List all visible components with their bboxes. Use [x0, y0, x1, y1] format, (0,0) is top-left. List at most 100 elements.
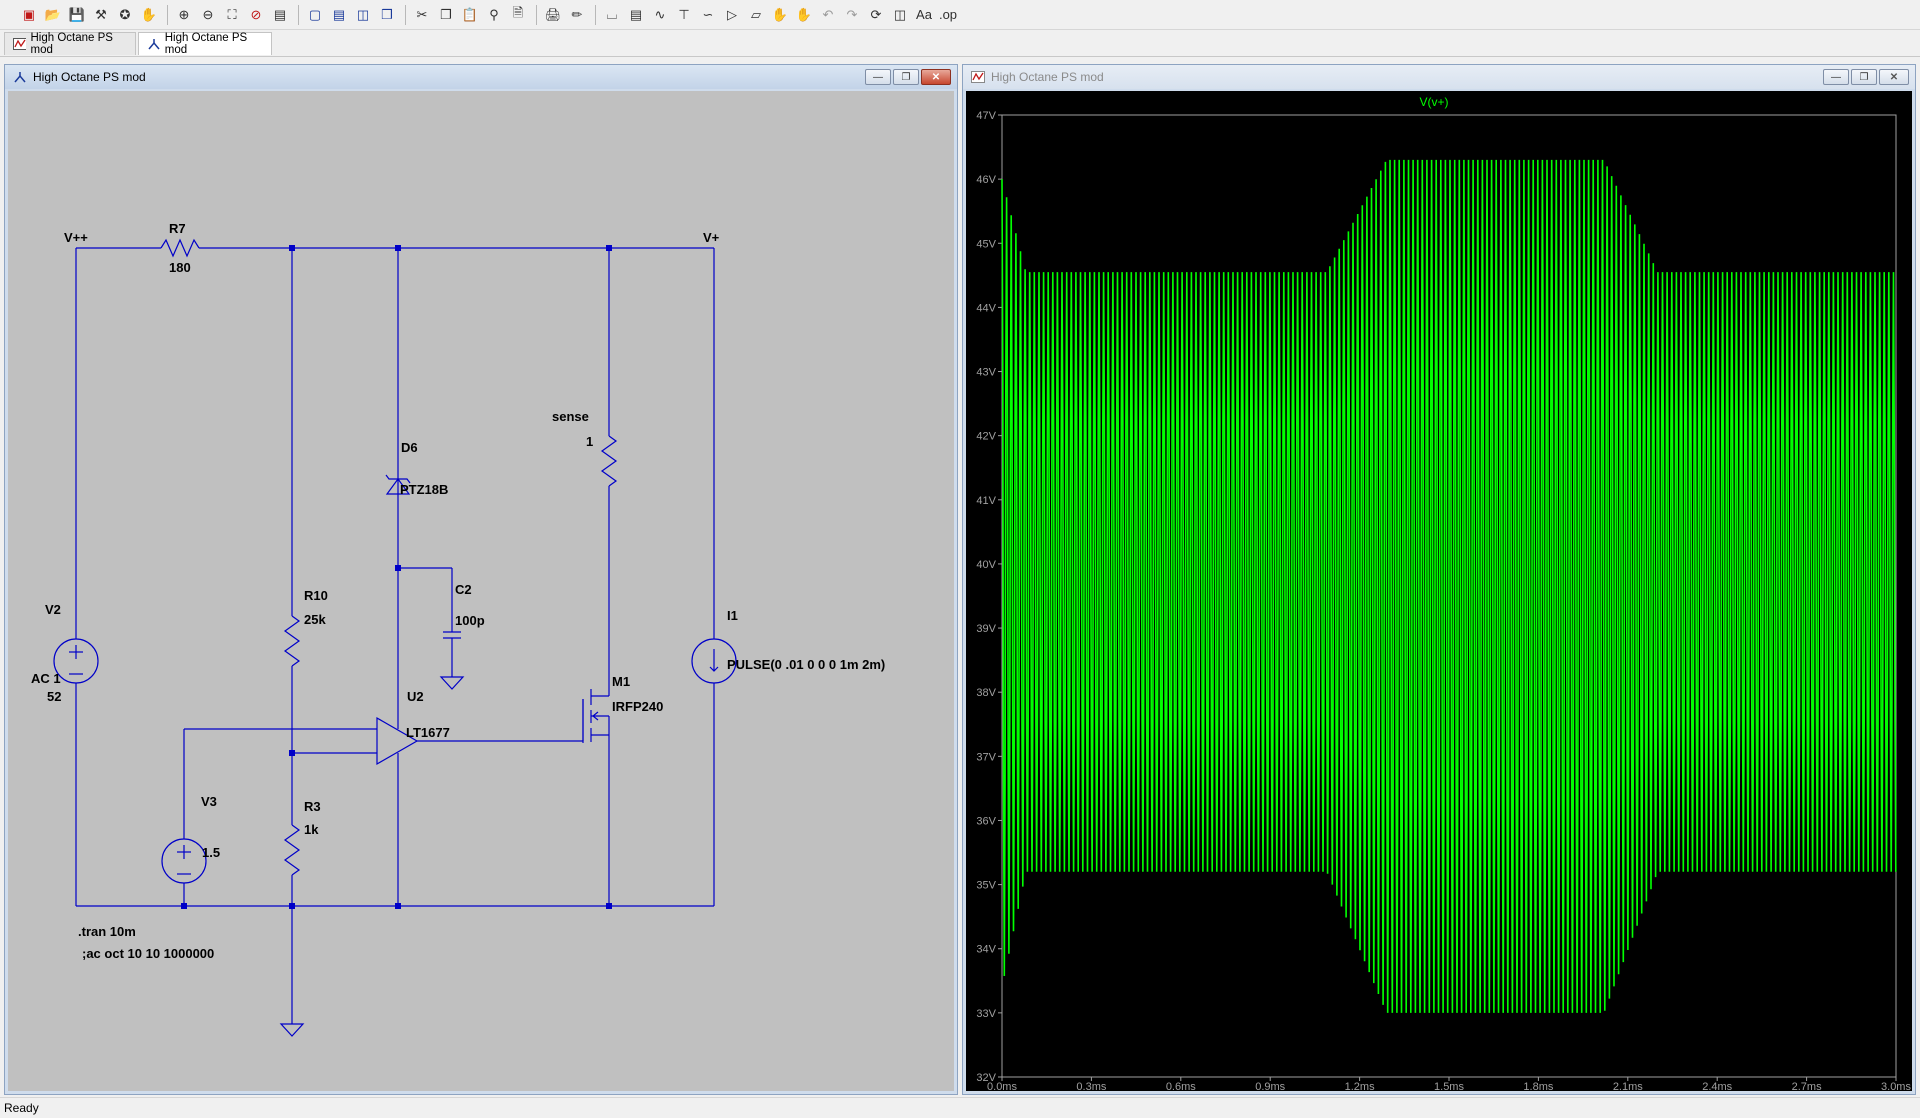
- x-tick-label: 0.0ms: [987, 1081, 1017, 1091]
- r3-value: 1k: [304, 822, 319, 837]
- cascade-icon[interactable]: ❒: [381, 6, 393, 22]
- wire-icon[interactable]: ✏: [571, 6, 583, 22]
- r10-value: 25k: [304, 612, 326, 627]
- minimize-button[interactable]: —: [865, 69, 891, 85]
- tab-waveform[interactable]: High Octane PS mod: [4, 32, 136, 56]
- x-tick-label: 2.1ms: [1613, 1081, 1643, 1091]
- tran-directive: .tran 10m: [78, 924, 136, 939]
- restore-button[interactable]: ❐: [893, 69, 919, 85]
- d6-name: D6: [401, 440, 418, 455]
- move-icon[interactable]: ✋: [771, 6, 789, 22]
- y-tick-label: 32V: [976, 1072, 996, 1084]
- print-preview-icon[interactable]: 🗎: [512, 4, 524, 20]
- y-tick-label: 33V: [976, 1008, 996, 1020]
- tile-horizontal-icon[interactable]: ▤: [332, 6, 346, 22]
- y-tick-label: 38V: [976, 687, 996, 699]
- toolbar-separator: [405, 4, 406, 25]
- c2-value: 100p: [455, 613, 485, 628]
- v2-value: 52: [47, 689, 61, 704]
- document-tab-bar: High Octane PS mod High Octane PS mod: [0, 30, 1920, 57]
- tab-schematic[interactable]: High Octane PS mod: [138, 32, 272, 56]
- zoom-out-icon[interactable]: ⊖: [202, 6, 214, 22]
- paste-icon[interactable]: 📋: [461, 6, 479, 22]
- y-tick-label: 39V: [976, 623, 996, 635]
- i1-name: I1: [727, 608, 738, 623]
- spice-directive-icon[interactable]: .op: [938, 7, 958, 22]
- status-text: Ready: [4, 1101, 39, 1115]
- x-tick-label: 1.8ms: [1523, 1081, 1553, 1091]
- zoom-cancel-icon[interactable]: ⊘: [250, 6, 262, 22]
- waveform-plot: V(v+) 47V46V45V44V43V42V41V40V39V38V37V3…: [976, 95, 1911, 1093]
- reset-icon[interactable]: ▢: [308, 6, 322, 22]
- diode-icon[interactable]: ▷: [727, 6, 737, 22]
- i1-value: PULSE(0 .01 0 0 0 1m 2m): [727, 657, 885, 672]
- schematic-window: High Octane PS mod — ❐ ✕: [4, 64, 958, 1095]
- r10-name: R10: [304, 588, 328, 603]
- halt-icon[interactable]: ✋: [140, 6, 158, 22]
- control-panel-icon[interactable]: ⚒: [95, 6, 107, 22]
- r7-name: R7: [169, 221, 186, 236]
- schematic-window-titlebar[interactable]: High Octane PS mod — ❐ ✕: [5, 65, 957, 89]
- waveform-window-titlebar[interactable]: High Octane PS mod — ❐ ✕: [963, 65, 1915, 89]
- y-tick-label: 44V: [976, 302, 996, 314]
- restore-button[interactable]: ❐: [1851, 69, 1877, 85]
- find-icon[interactable]: ⚲: [489, 6, 499, 22]
- r3-name: R3: [304, 799, 321, 814]
- resistor-icon[interactable]: ∿: [654, 6, 666, 22]
- inductor-icon[interactable]: ∽: [702, 6, 714, 22]
- redo-icon[interactable]: ↷: [846, 6, 858, 22]
- component-icon[interactable]: ▱: [751, 6, 761, 22]
- y-tick-label: 36V: [976, 815, 996, 827]
- autorange-icon[interactable]: ▤: [273, 6, 287, 22]
- sense-value: 1: [586, 434, 593, 449]
- drag-icon[interactable]: ✋: [795, 6, 813, 22]
- x-tick-label: 2.4ms: [1702, 1081, 1732, 1091]
- y-tick-label: 41V: [976, 495, 996, 507]
- schematic-doc-icon: [14, 72, 26, 83]
- zoom-fit-icon[interactable]: ⛶: [227, 6, 237, 22]
- u2-name: U2: [407, 689, 424, 704]
- cut-icon[interactable]: ✂: [416, 6, 428, 22]
- new-schematic-icon[interactable]: ▣: [22, 6, 36, 22]
- status-bar: Ready: [0, 1097, 1920, 1118]
- d6-value: PTZ18B: [400, 482, 448, 497]
- minimize-button[interactable]: —: [1823, 69, 1849, 85]
- sense-name: sense: [552, 409, 589, 424]
- schematic-canvas[interactable]: V++ V+ R7 180 D6 PTZ18B sense 1 C2 100p …: [8, 91, 954, 1091]
- print-icon[interactable]: 🖨: [544, 6, 562, 22]
- close-button[interactable]: ✕: [1879, 69, 1909, 85]
- mirror-icon[interactable]: ◫: [893, 6, 907, 22]
- run-icon[interactable]: ✪: [119, 6, 131, 22]
- m1-value: IRFP240: [612, 699, 663, 714]
- net-label-vp: V+: [703, 230, 720, 245]
- y-tick-label: 42V: [976, 431, 996, 443]
- c2-name: C2: [455, 582, 472, 597]
- trace-label-vv[interactable]: V(v+): [1419, 95, 1448, 109]
- label-net-icon[interactable]: ▤: [629, 6, 643, 22]
- tab-label: High Octane PS mod: [30, 32, 113, 56]
- copy-icon[interactable]: ❐: [440, 6, 452, 22]
- window-title: High Octane PS mod: [991, 70, 1104, 84]
- ground-icon[interactable]: ⌴: [606, 6, 618, 22]
- close-button[interactable]: ✕: [921, 69, 951, 85]
- save-icon[interactable]: 💾: [68, 6, 86, 22]
- x-tick-label: 2.7ms: [1792, 1081, 1822, 1091]
- undo-icon[interactable]: ↶: [822, 6, 834, 22]
- rotate-icon[interactable]: ⟳: [870, 6, 882, 22]
- trace-vv: [1001, 159, 1897, 1013]
- tile-vertical-icon[interactable]: ◫: [356, 6, 370, 22]
- text-icon[interactable]: Aa: [916, 7, 932, 22]
- y-tick-label: 40V: [976, 559, 996, 571]
- v3-value: 1.5: [202, 845, 220, 860]
- schematic-doc-icon: [148, 39, 160, 50]
- zoom-in-icon[interactable]: ⊕: [178, 6, 190, 22]
- r7-value: 180: [169, 260, 191, 275]
- m1-name: M1: [612, 674, 630, 689]
- capacitor-icon[interactable]: ⊤: [678, 6, 690, 22]
- net-label-vpp: V++: [64, 230, 88, 245]
- toolbar-separator: [167, 4, 168, 25]
- y-tick-label: 37V: [976, 751, 996, 763]
- open-icon[interactable]: 📂: [44, 6, 62, 22]
